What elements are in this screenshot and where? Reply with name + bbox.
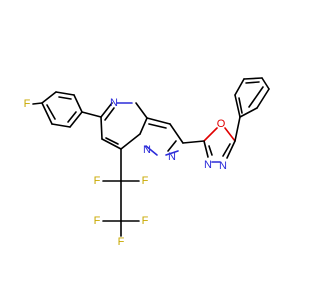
pyrimidine-nitrogen-label: N	[110, 97, 118, 109]
pyrimidine-ring	[100, 102, 148, 150]
fluorophenyl-ring	[32, 91, 83, 128]
cf3-fluorine-center-label: F	[118, 236, 125, 248]
cf2-fluorine-right-label: F	[142, 175, 149, 187]
cf2-fluorine-left-label: F	[94, 175, 101, 187]
oxadiazole-ring	[203, 127, 236, 163]
phenyl-ring	[234, 77, 270, 142]
pentafluoroethyl-group	[102, 148, 140, 237]
pyrazole-ring	[145, 117, 184, 156]
oxadiazole-oxygen-label: O	[217, 118, 226, 130]
aryl-pyrimidine-bond	[81, 111, 102, 118]
pyrazole-oxadiazole-bond	[182, 140, 205, 144]
molecule-structure-diagram: F N N N O N N F F F F F	[24, 77, 270, 248]
cf3-fluorine-left-label: F	[94, 215, 101, 227]
bridgehead-nitrogen-label: N	[143, 144, 151, 156]
pyrazole-nitrogen-label: N	[168, 151, 176, 163]
oxadiazole-nitrogen-label-right: N	[219, 160, 227, 172]
cf3-fluorine-right-label: F	[142, 215, 149, 227]
oxadiazole-nitrogen-label-left: N	[204, 159, 212, 171]
fluorine-atom-label: F	[24, 98, 31, 110]
